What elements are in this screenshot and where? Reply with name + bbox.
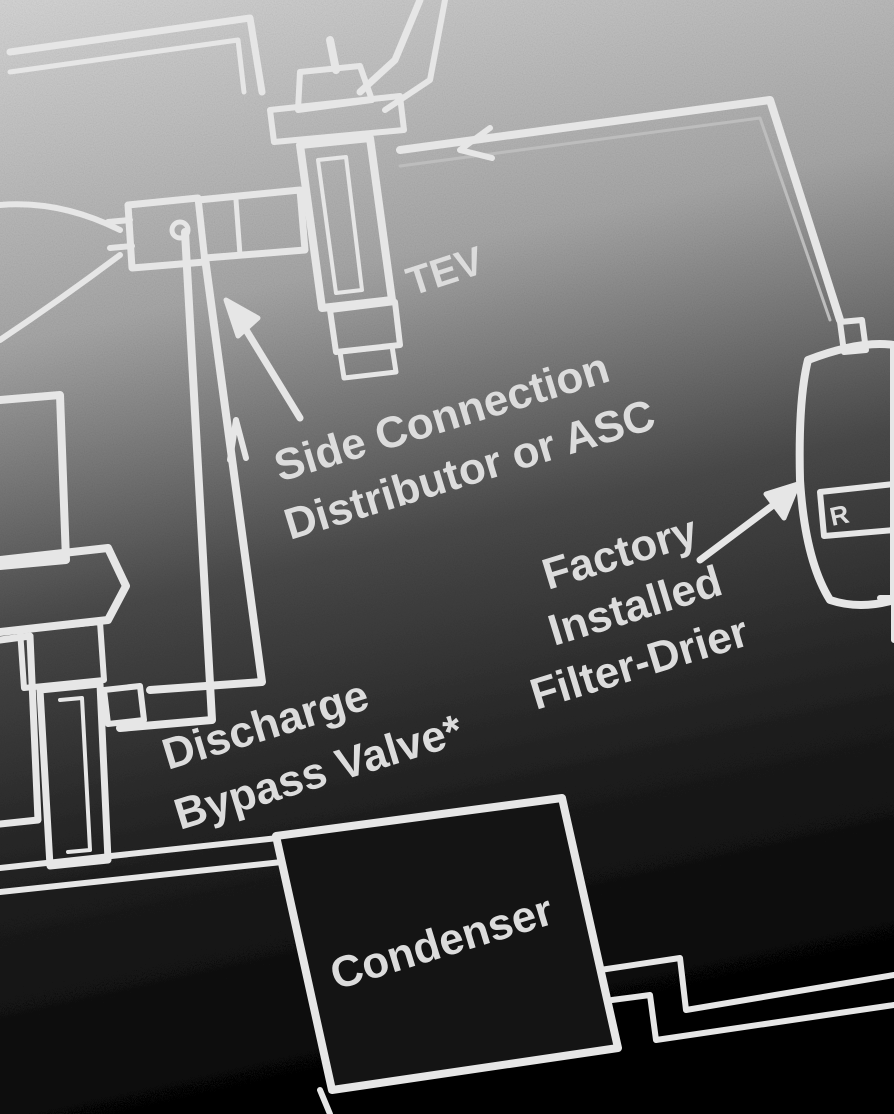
diagram-canvas: TEV Side Connection Distributor or ASC F… bbox=[0, 0, 894, 1114]
refrigeration-diagram: TEV Side Connection Distributor or ASC F… bbox=[0, 0, 894, 1114]
